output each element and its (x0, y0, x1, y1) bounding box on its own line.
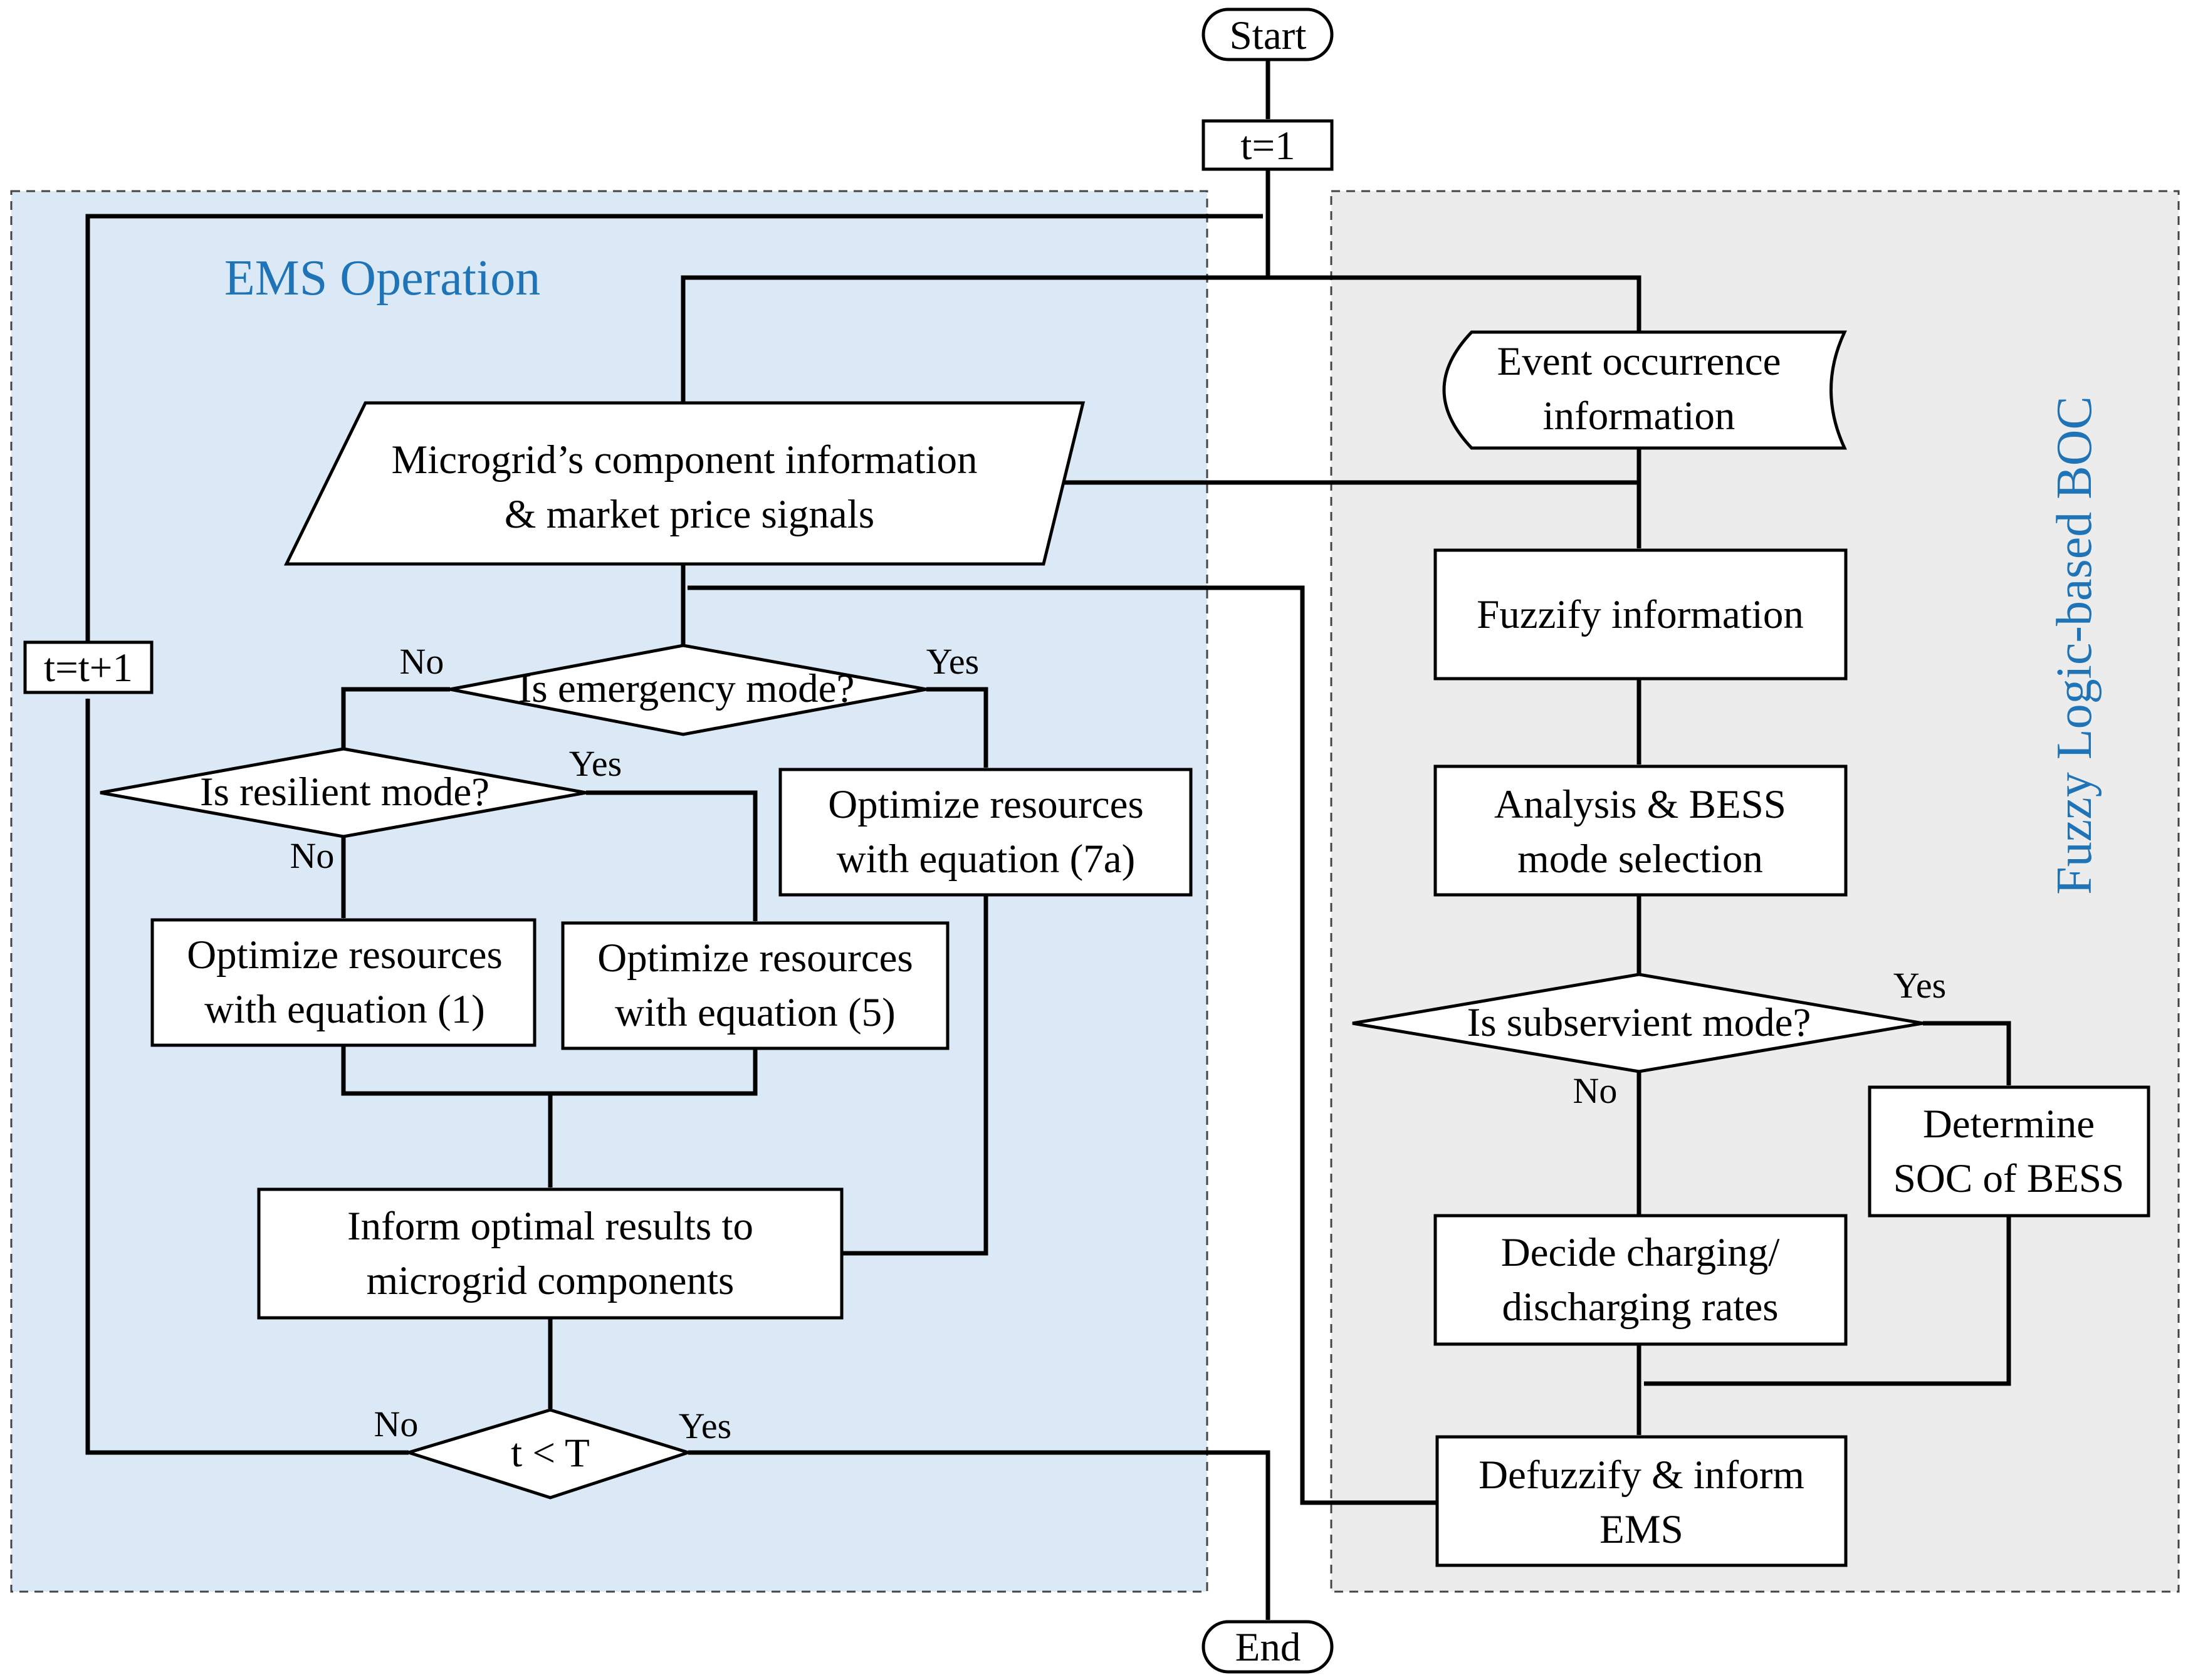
label-resilient-yes: Yes (569, 743, 622, 784)
edge-labels: No Yes Yes No No Yes Yes No (290, 641, 1947, 1446)
analysis-box: Analysis & BESS mode selection (1433, 764, 1848, 897)
decide-rates-box: Decide charging/ discharging rates (1433, 1214, 1848, 1346)
svg-text:Optimize resources: Optimize resources (187, 932, 503, 978)
svg-text:t < T: t < T (511, 1431, 590, 1476)
label-resilient-no: No (290, 835, 335, 876)
input-parallelogram: Microgrid’s component information & mark… (283, 401, 1086, 566)
time-decision: t < T (403, 1408, 694, 1500)
svg-text:discharging rates: discharging rates (1502, 1285, 1778, 1330)
edge-soc-defuzzify (1643, 1216, 2011, 1386)
label-emergency-yes: Yes (926, 641, 979, 682)
svg-text:EMS: EMS (1599, 1507, 1683, 1552)
edge-time-yes (688, 1450, 1270, 1620)
optimize-eq7a-box: Optimize resources with equation (7a) (778, 768, 1193, 897)
label-time-no: No (374, 1404, 419, 1444)
edge-eq5-merge (550, 1048, 758, 1096)
svg-text:Is subservient mode?: Is subservient mode? (1467, 1000, 1811, 1045)
init-box: t=1 (1201, 119, 1334, 171)
end-terminal: End (1201, 1620, 1334, 1674)
svg-text:Event occurrence: Event occurrence (1497, 339, 1781, 384)
svg-text:Defuzzify & inform: Defuzzify & inform (1479, 1453, 1804, 1498)
edge-resilient-yes (586, 790, 758, 922)
svg-text:with equation (5): with equation (5) (615, 990, 896, 1035)
optimize-eq1-box: Optimize resources with equation (1) (150, 918, 537, 1047)
label-time-yes: Yes (679, 1406, 731, 1446)
optimize-eq5-box: Optimize resources with equation (5) (561, 921, 950, 1050)
resilient-decision: Is resilient mode? (100, 747, 587, 838)
svg-text:Determine: Determine (1923, 1102, 2095, 1147)
edge-split-event (1268, 275, 1641, 331)
edge-time-no (85, 698, 409, 1455)
start-terminal: Start (1201, 8, 1334, 61)
svg-text:Microgrid’s component informat: Microgrid’s component information (391, 437, 977, 483)
event-stored-data: Event occurrence information (1442, 330, 1847, 450)
svg-text:t=t+1: t=t+1 (44, 645, 133, 691)
svg-text:Analysis & BESS: Analysis & BESS (1494, 782, 1786, 827)
edge-eq7a-inform (842, 895, 988, 1256)
emergency-decision: Is emergency mode? (449, 644, 927, 736)
ems-panel-title: EMS Operation (224, 251, 540, 306)
edge-emergency-no (341, 687, 450, 748)
svg-text:End: End (1235, 1625, 1301, 1670)
determine-soc-box: Determine SOC of BESS (1868, 1085, 2150, 1218)
svg-text:with equation (1): with equation (1) (204, 987, 485, 1032)
svg-text:information: information (1543, 394, 1735, 439)
svg-text:microgrid components: microgrid components (367, 1258, 735, 1303)
connectors (85, 60, 2011, 1620)
label-emergency-no: No (400, 641, 444, 682)
fuzzify-box: Fuzzify information (1433, 548, 1848, 681)
svg-text:with equation (7a): with equation (7a) (837, 837, 1136, 882)
svg-text:Is resilient mode?: Is resilient mode? (200, 770, 489, 815)
inform-box: Inform optimal results to microgrid comp… (257, 1187, 844, 1320)
boc-panel-title: Fuzzy Logic-based BOC (2047, 396, 2102, 894)
edge-emergency-yes (926, 687, 988, 768)
defuzzify-box: Defuzzify & inform EMS (1435, 1435, 1848, 1567)
edge-increment-loop (85, 214, 1264, 642)
subservient-decision: Is subservient mode? (1352, 973, 1924, 1073)
edge-defuzzify-feedback (687, 585, 1437, 1505)
svg-text:Optimize resources: Optimize resources (597, 936, 913, 981)
svg-text:mode selection: mode selection (1517, 837, 1763, 882)
edge-subservient-yes (1923, 1021, 2011, 1086)
svg-text:SOC of BESS: SOC of BESS (1893, 1156, 2124, 1201)
svg-text:Start: Start (1230, 13, 1307, 58)
label-subservient-no: No (1573, 1070, 1618, 1111)
edge-eq1-merge (341, 1045, 550, 1096)
edge-split-input (681, 275, 1268, 404)
label-subservient-yes: Yes (1893, 965, 1946, 1006)
svg-text:t=1: t=1 (1240, 123, 1295, 169)
svg-text:& market price signals: & market price signals (505, 492, 874, 537)
svg-text:Fuzzify information: Fuzzify information (1477, 592, 1804, 637)
svg-text:Decide charging/: Decide charging/ (1501, 1230, 1781, 1275)
svg-text:Inform optimal results to: Inform optimal results to (347, 1204, 753, 1249)
svg-text:Is emergency mode?: Is emergency mode? (518, 666, 855, 711)
increment-box: t=t+1 (23, 640, 154, 694)
svg-text:Optimize resources: Optimize resources (828, 782, 1144, 827)
